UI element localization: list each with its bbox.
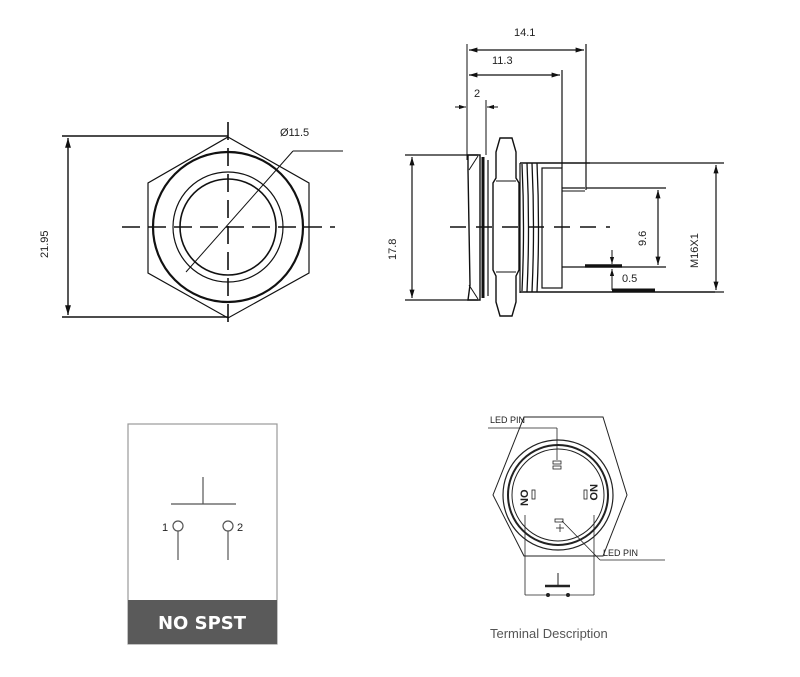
terminal-view [488,416,665,596]
led-pin-top-label: LED PIN [490,415,525,425]
bezel-height-dim: 17.8 [387,239,399,260]
type-label: NO SPST [158,613,247,634]
no-right-label: NO [587,484,599,501]
side-view [405,44,724,317]
front-view [62,122,343,330]
body-length-dim: 11.3 [492,55,513,67]
contact-dot-right [566,593,570,597]
contact-dot-left [546,593,550,597]
height-dim: 21.95 [39,230,51,258]
no-left-label: NO [519,489,531,506]
thread-dim: M16X1 [689,233,701,268]
diameter-dim: Ø11.5 [280,127,309,139]
terminal-caption: Terminal Description [490,626,608,641]
overall-length-dim: 14.1 [514,27,535,39]
terminal-2-label: 2 [237,522,243,534]
bezel-thickness-dim: 2 [474,88,480,100]
led-pin-bottom-label: LED PIN [603,548,638,558]
type-badge [128,600,277,644]
terminal-1-label: 1 [162,522,168,534]
schematic-box [127,423,278,645]
pin-thickness-dim: 0.5 [622,273,637,285]
pin-spacing-dim: 9.6 [637,231,649,246]
